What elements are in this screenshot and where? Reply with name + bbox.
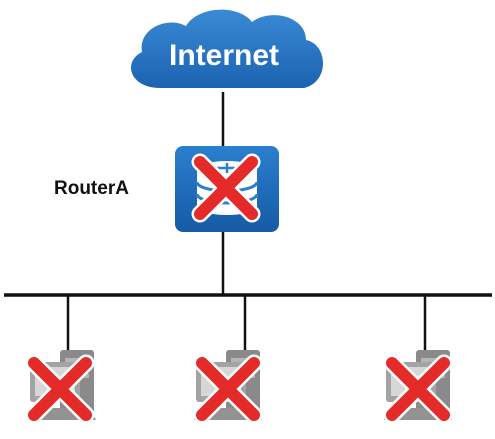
router-label: RouterA <box>54 178 129 199</box>
cloud-icon: Internet <box>130 9 323 88</box>
host-1 <box>28 350 96 420</box>
links <box>4 92 492 350</box>
cloud-label: Internet <box>169 39 279 72</box>
host-2 <box>194 350 262 420</box>
host-3 <box>384 350 452 420</box>
